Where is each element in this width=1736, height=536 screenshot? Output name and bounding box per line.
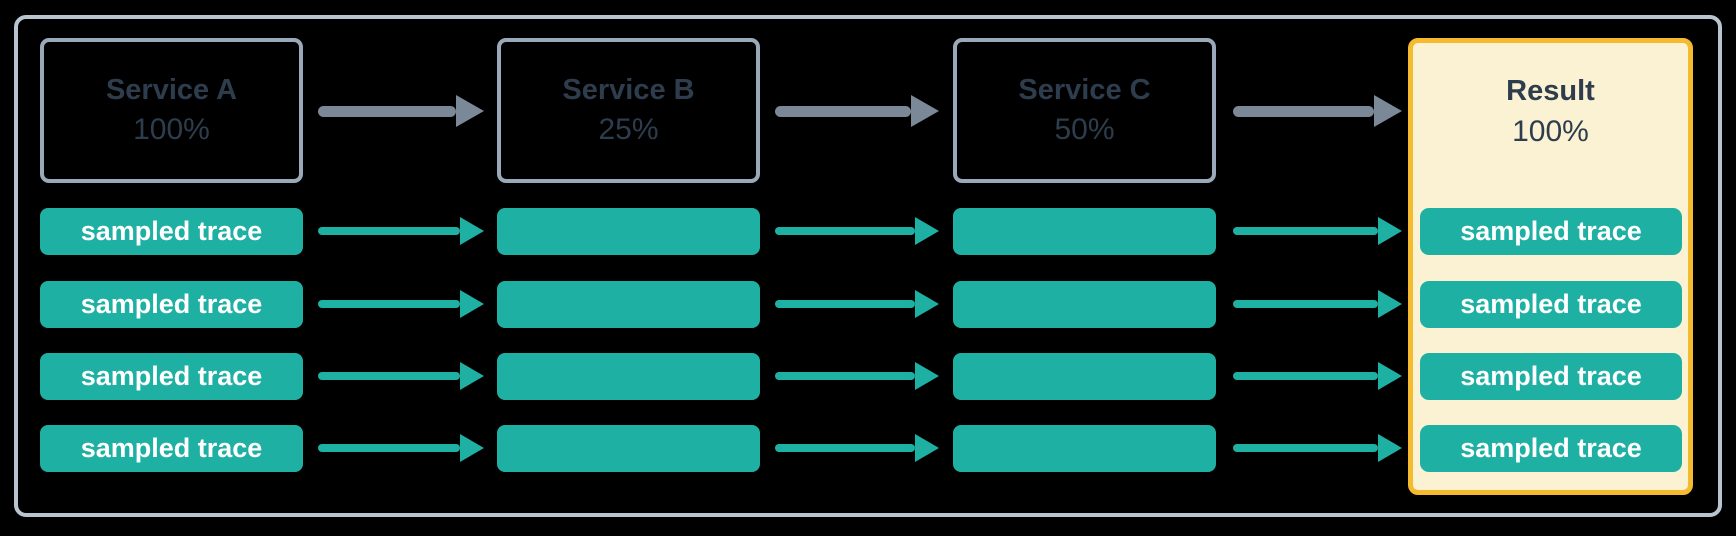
trace-arrow-b-c-row-4 xyxy=(775,434,939,462)
trace-arrow-c-result-row-2 xyxy=(1233,290,1402,318)
trace-pill-service-c-row-3 xyxy=(953,353,1216,400)
trace-pill-service-a-row-1: sampled trace xyxy=(40,208,303,255)
arrow-shaft xyxy=(318,227,460,235)
trace-pill-service-b-row-1 xyxy=(497,208,760,255)
service-b-rate: 25% xyxy=(598,113,659,147)
result-trace-pill-row-3: sampled trace xyxy=(1420,353,1682,400)
trace-pill-service-a-row-4: sampled trace xyxy=(40,425,303,472)
service-c-box: Service C 50% xyxy=(953,38,1216,183)
arrow-head xyxy=(915,434,939,462)
flow-arrow-b-to-c xyxy=(775,95,939,127)
arrow-head xyxy=(1378,217,1402,245)
trace-arrow-b-c-row-2 xyxy=(775,290,939,318)
result-box: Result 100% sampled trace sampled trace … xyxy=(1408,38,1693,495)
trace-pill-service-b-row-4 xyxy=(497,425,760,472)
trace-arrow-b-c-row-3 xyxy=(775,362,939,390)
result-trace-pill-row-1: sampled trace xyxy=(1420,208,1682,255)
arrow-shaft xyxy=(318,444,460,452)
service-a-box: Service A 100% xyxy=(40,38,303,183)
arrow-shaft xyxy=(318,105,456,117)
flow-arrow-c-to-result xyxy=(1233,95,1402,127)
trace-arrow-c-result-row-4 xyxy=(1233,434,1402,462)
arrow-head xyxy=(1378,290,1402,318)
result-trace-pill-row-4: sampled trace xyxy=(1420,425,1682,472)
arrow-shaft xyxy=(1233,444,1378,452)
flow-arrow-a-to-b xyxy=(318,95,484,127)
arrow-head xyxy=(915,362,939,390)
result-title: Result xyxy=(1506,75,1595,108)
arrow-shaft xyxy=(775,105,911,117)
arrow-shaft xyxy=(775,300,915,308)
diagram-frame xyxy=(14,15,1722,517)
arrow-head xyxy=(456,95,484,127)
service-b-title: Service B xyxy=(562,73,695,106)
trace-pill-service-b-row-2 xyxy=(497,281,760,328)
trace-arrow-a-b-row-1 xyxy=(318,217,484,245)
arrow-shaft xyxy=(1233,105,1374,117)
trace-pill-service-a-row-3: sampled trace xyxy=(40,353,303,400)
trace-arrow-c-result-row-1 xyxy=(1233,217,1402,245)
arrow-head xyxy=(460,217,484,245)
arrow-head xyxy=(460,434,484,462)
arrow-head xyxy=(911,95,939,127)
arrow-shaft xyxy=(1233,372,1378,380)
arrow-head xyxy=(460,362,484,390)
result-trace-pill-row-2: sampled trace xyxy=(1420,281,1682,328)
service-a-title: Service A xyxy=(105,73,238,106)
service-c-title: Service C xyxy=(1018,73,1151,106)
arrow-shaft xyxy=(775,227,915,235)
trace-pill-service-c-row-4 xyxy=(953,425,1216,472)
service-b-box: Service B 25% xyxy=(497,38,760,183)
arrow-head xyxy=(1378,434,1402,462)
trace-arrow-a-b-row-4 xyxy=(318,434,484,462)
arrow-shaft xyxy=(318,372,460,380)
trace-arrow-c-result-row-3 xyxy=(1233,362,1402,390)
trace-arrow-a-b-row-2 xyxy=(318,290,484,318)
arrow-shaft xyxy=(1233,300,1378,308)
trace-pill-service-c-row-1 xyxy=(953,208,1216,255)
arrow-shaft xyxy=(775,372,915,380)
service-c-rate: 50% xyxy=(1054,113,1115,147)
result-rate: 100% xyxy=(1512,114,1589,148)
arrow-head xyxy=(915,290,939,318)
trace-arrow-b-c-row-1 xyxy=(775,217,939,245)
result-header: Result 100% xyxy=(1413,43,1688,181)
arrow-shaft xyxy=(1233,227,1378,235)
arrow-head xyxy=(1374,95,1402,127)
arrow-head xyxy=(460,290,484,318)
trace-arrow-a-b-row-3 xyxy=(318,362,484,390)
service-a-rate: 100% xyxy=(133,113,210,147)
arrow-shaft xyxy=(775,444,915,452)
trace-pill-service-b-row-3 xyxy=(497,353,760,400)
arrow-shaft xyxy=(318,300,460,308)
arrow-head xyxy=(1378,362,1402,390)
trace-pill-service-a-row-2: sampled trace xyxy=(40,281,303,328)
trace-pill-service-c-row-2 xyxy=(953,281,1216,328)
arrow-head xyxy=(915,217,939,245)
